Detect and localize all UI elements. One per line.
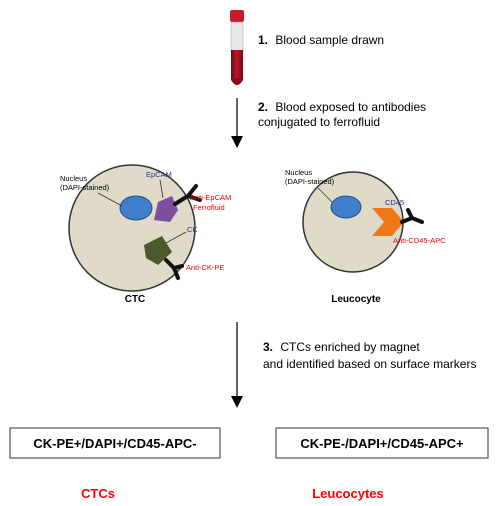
- anti-ck-label: Anti-CK-PE: [186, 263, 224, 272]
- ctc-phenotype: CK-PE+/DAPI+/CD45-APC-: [33, 436, 196, 451]
- anti-epcam-label2: Ferrofluid: [193, 203, 225, 212]
- anti-cd45-label: Anti-CD45-APC: [393, 236, 446, 245]
- ctc-nucleus-label1: Nucleus: [60, 174, 87, 183]
- cd45-label: CD45: [385, 198, 404, 207]
- ck-label: CK: [187, 225, 197, 234]
- ctc-nucleus-label2: (DAPI-stained): [60, 183, 110, 192]
- ctc-phenotype-box: [9, 427, 221, 459]
- leucocyte-label: Leucocyte: [331, 294, 381, 305]
- leucocyte-nucleus-label2: (DAPI-stained): [285, 177, 335, 186]
- blood-tube-icon: [230, 10, 244, 85]
- epcam-label: EpCAM: [146, 170, 172, 179]
- leucocyte-nucleus: [330, 195, 362, 219]
- step3-number: 3.: [263, 340, 273, 354]
- step2-line2: conjugated to ferrofluid: [258, 115, 380, 129]
- step3-line2: and identified based on surface markers: [263, 357, 476, 371]
- ctc-result: CTCs: [81, 486, 115, 501]
- ctc-label: CTC: [125, 294, 146, 305]
- leucocyte-cell: [302, 171, 424, 273]
- leucocyte-result: Leucocytes: [312, 486, 384, 501]
- anti-epcam-label1: Anti-EpCAM: [190, 193, 231, 202]
- epcam-marker: [154, 196, 178, 222]
- step1-number: 1.: [258, 33, 268, 47]
- svg-text:1. Blood sample drawn: 1. Blood sample drawn: [258, 33, 384, 47]
- step2-number: 2.: [258, 100, 268, 114]
- leucocyte-nucleus-label1: Nucleus: [285, 168, 312, 177]
- ctc-cell: [68, 164, 202, 292]
- anti-epcam-antibody-icon: [173, 184, 202, 206]
- anti-cd45-antibody-icon: [400, 208, 424, 224]
- ck-marker: [144, 236, 172, 265]
- leucocyte-phenotype-box: [275, 427, 489, 459]
- anti-ck-antibody-icon: [164, 258, 184, 280]
- cd45-marker: [372, 208, 404, 236]
- step1-text: Blood sample drawn: [275, 33, 384, 47]
- svg-text:2. Blood exposed to antibo: 2. Blood exposed to antibodies: [258, 100, 426, 114]
- svg-text:3. CTCs enriched by magnet: 3. CTCs enriched by magnet: [263, 340, 420, 354]
- step2-line1: Blood exposed to antibodies: [275, 100, 426, 114]
- ctc-nucleus: [119, 195, 153, 221]
- step3-line1: CTCs enriched by magnet: [280, 340, 420, 354]
- leucocyte-phenotype: CK-PE-/DAPI+/CD45-APC+: [300, 436, 464, 451]
